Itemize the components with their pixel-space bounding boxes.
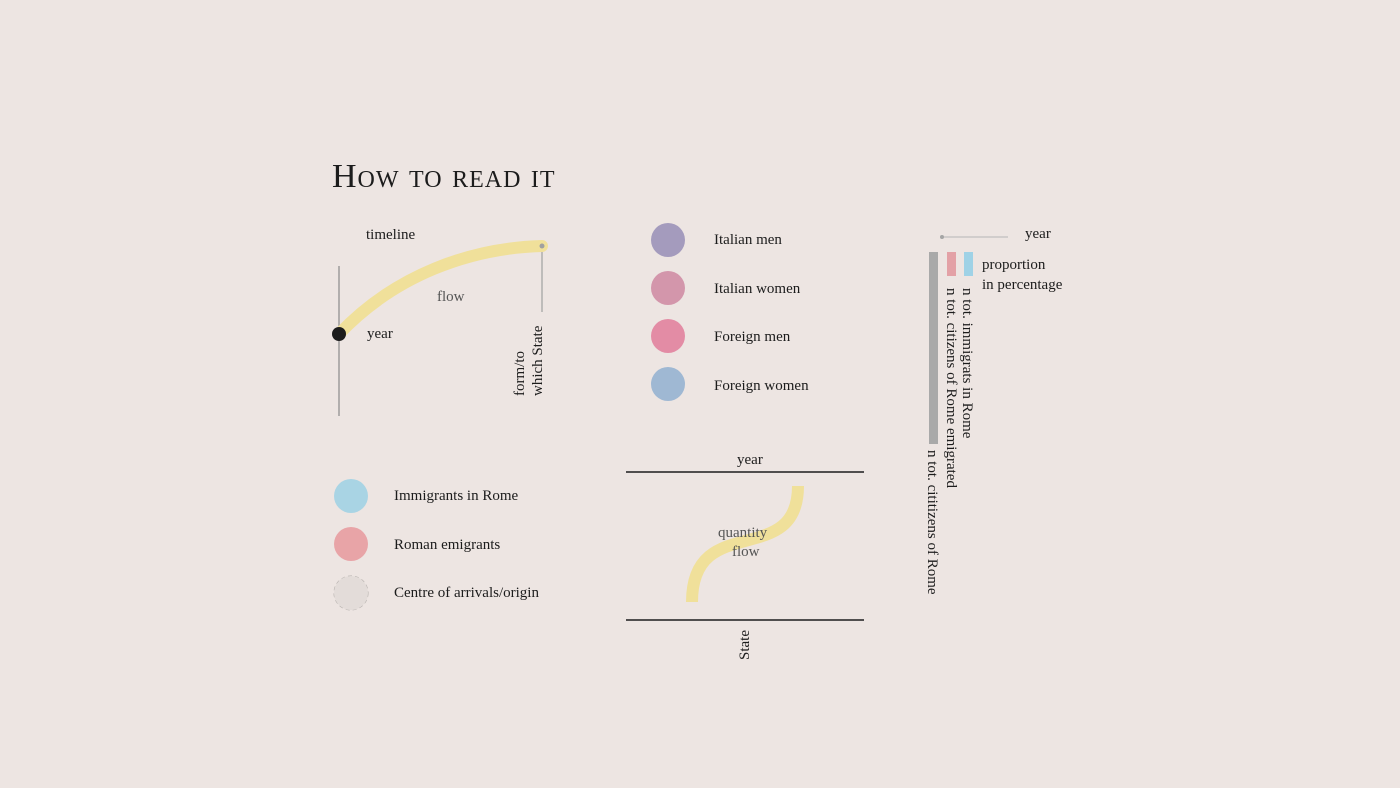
foreign-men-swatch bbox=[651, 319, 685, 353]
quantity-state-label: State bbox=[737, 630, 753, 660]
year-tick-point bbox=[940, 235, 944, 239]
percentage-label: in percentage bbox=[982, 277, 1063, 293]
immigrants-label: Immigrants in Rome bbox=[394, 488, 519, 504]
quantity-year-label: year bbox=[737, 452, 763, 468]
quantity-flow-curve bbox=[686, 485, 804, 603]
year-point bbox=[332, 327, 346, 341]
timeline-label: timeline bbox=[366, 227, 416, 243]
flow-label: flow bbox=[437, 289, 465, 305]
immigrants-total-label: n tot. immigrats in Rome bbox=[959, 288, 975, 439]
flow-curve bbox=[333, 240, 548, 340]
emigrant-proportion-bar bbox=[947, 252, 956, 276]
italian-men-label: Italian men bbox=[714, 232, 782, 248]
immigrant-proportion-bar bbox=[964, 252, 973, 276]
bar-year-label: year bbox=[1025, 226, 1051, 242]
italian-women-label: Italian women bbox=[714, 281, 801, 297]
foreign-women-swatch bbox=[651, 367, 685, 401]
italian-men-swatch bbox=[651, 223, 685, 257]
proportion-label: proportion bbox=[982, 257, 1046, 273]
immigrants-swatch bbox=[334, 479, 368, 513]
citizens-bar bbox=[929, 252, 938, 444]
emigrants-label: Roman emigrants bbox=[394, 537, 501, 553]
centre-swatch bbox=[334, 576, 368, 610]
centre-label: Centre of arrivals/origin bbox=[394, 585, 539, 601]
state-label: form/to which State bbox=[512, 325, 546, 396]
quantity-flow-label: flow bbox=[732, 544, 760, 560]
page-title: How to read it bbox=[332, 158, 556, 195]
emigrants-swatch bbox=[334, 527, 368, 561]
italian-women-swatch bbox=[651, 271, 685, 305]
state-point bbox=[539, 243, 545, 249]
citizens-total-label: n tot. cititizens of Rome bbox=[924, 450, 940, 595]
emigrated-total-label: n tot. citizens of Rome emigrated bbox=[943, 288, 959, 488]
foreign-men-label: Foreign men bbox=[714, 329, 791, 345]
foreign-women-label: Foreign women bbox=[714, 378, 809, 394]
quantity-label: quantity bbox=[718, 525, 768, 541]
year-label: year bbox=[367, 326, 393, 342]
